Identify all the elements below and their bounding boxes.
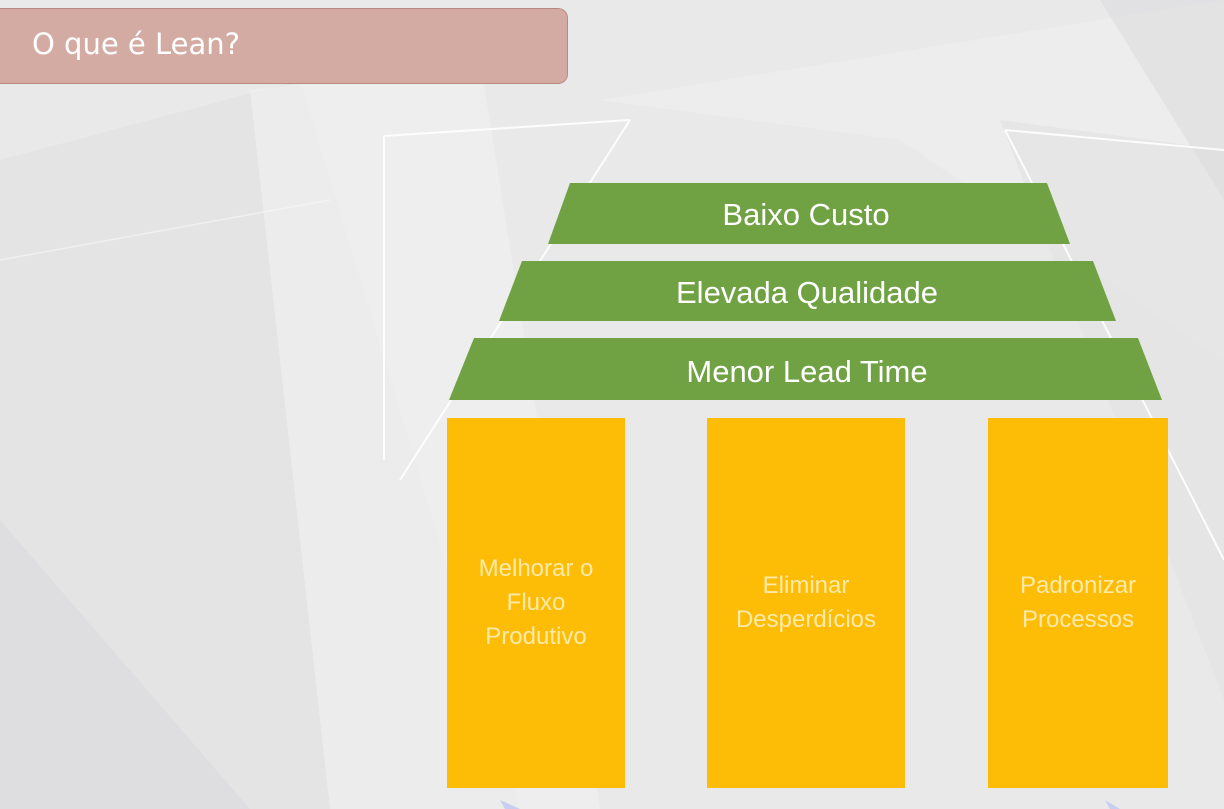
roof-band-2-shape — [499, 261, 1116, 321]
roof-band-1-shape — [548, 183, 1070, 244]
roof-band-2-label: Elevada Qualidade — [676, 275, 938, 310]
pillar-2-label: Eliminar Desperdícios — [735, 572, 877, 633]
slide-title: O que é Lean? — [32, 27, 240, 61]
pillar-2: Eliminar Desperdícios — [707, 418, 905, 788]
pillar-1: Melhorar o Fluxo Produtivo — [447, 418, 625, 788]
roof-band-1-label: Baixo Custo — [722, 197, 889, 232]
pillar-1-label: Melhorar o Fluxo Produtivo — [478, 555, 594, 650]
pillar-3-label: Padronizar Processos — [1019, 572, 1137, 633]
roof-band-3-label: Menor Lead Time — [686, 354, 927, 389]
pillar-3: Padronizar Processos — [988, 418, 1168, 788]
roof: Baixo Custo Elevada Qualidade Menor Lead… — [449, 183, 1162, 400]
roof-band-3-shape — [449, 338, 1162, 400]
title-banner: O que é Lean? — [0, 8, 568, 84]
